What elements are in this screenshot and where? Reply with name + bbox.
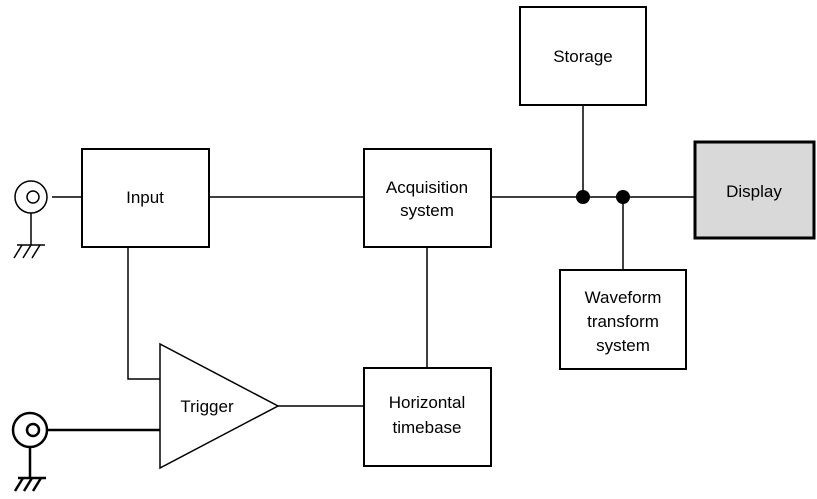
waveform-block: Waveform transform system xyxy=(559,269,687,370)
horizontal-block: Horizontal timebase xyxy=(363,367,492,467)
storage-block: Storage xyxy=(519,6,647,106)
horizontal-label-line-1: Horizontal xyxy=(389,393,466,412)
waveform-label-line-3: system xyxy=(596,336,650,355)
acquisition-label-line-2: system xyxy=(400,201,454,220)
connection-wires xyxy=(47,105,695,432)
junction-dot-storage xyxy=(576,190,590,204)
acquisition-block: Acquisition system xyxy=(363,148,492,248)
display-label: Display xyxy=(726,182,782,201)
input-label: Input xyxy=(126,188,164,207)
horizontal-label-line-2: timebase xyxy=(393,418,462,437)
waveform-label-line-1: Waveform xyxy=(585,288,662,307)
ext-trigger-connector-icon xyxy=(11,411,49,492)
storage-label: Storage xyxy=(553,47,613,66)
input-block: Input xyxy=(81,148,210,248)
input-connector-icon xyxy=(13,180,48,259)
junction-dot-waveform xyxy=(616,190,630,204)
waveform-label-line-2: transform xyxy=(587,312,659,331)
display-block: Display xyxy=(693,140,816,240)
acquisition-label-line-1: Acquisition xyxy=(386,178,468,197)
trigger-block: Trigger xyxy=(159,342,280,470)
trigger-label: Trigger xyxy=(180,397,234,416)
